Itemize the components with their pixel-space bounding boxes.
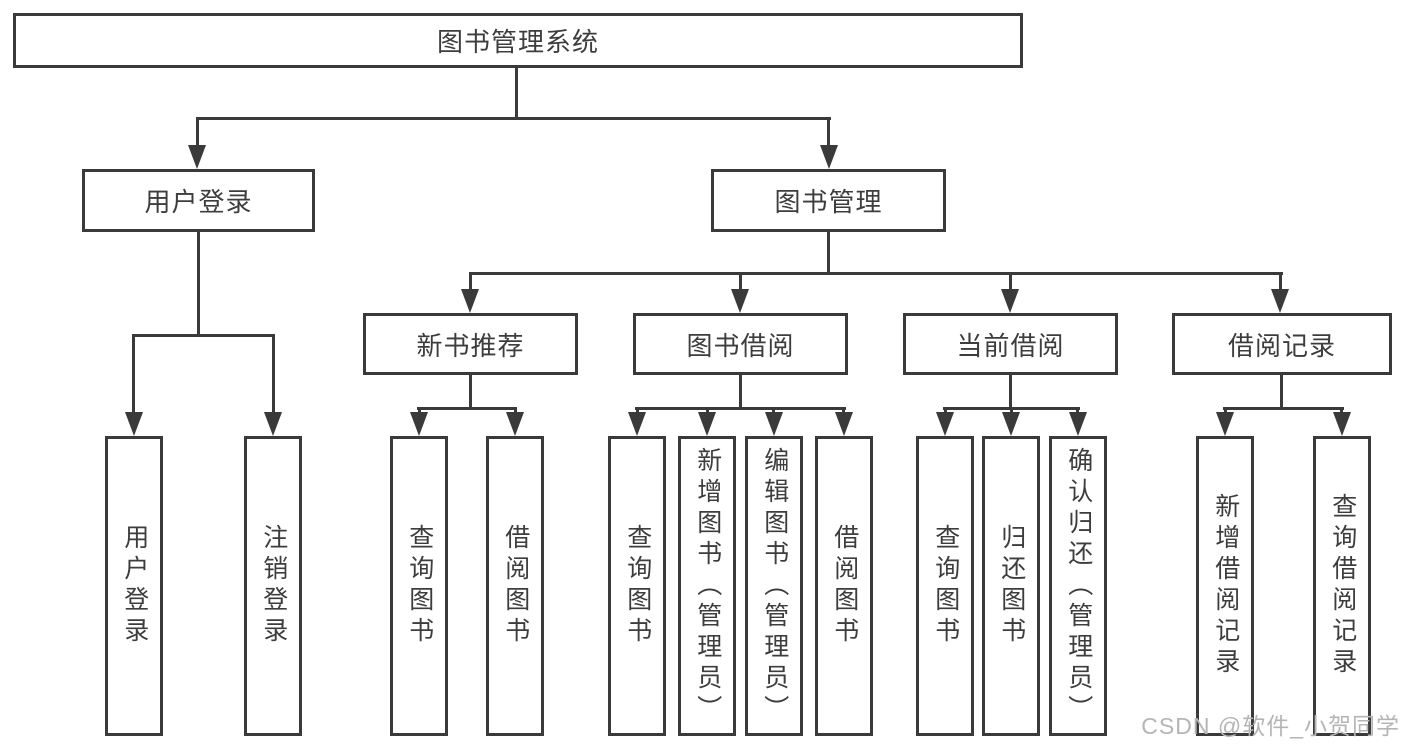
connector-user-login-stem bbox=[197, 232, 200, 337]
connector-drop-leaf bbox=[706, 407, 709, 414]
leaf-query-books-current: 查询图书 bbox=[916, 436, 974, 736]
connector-drop-leaf bbox=[636, 407, 639, 414]
arrowhead bbox=[835, 412, 853, 436]
arrowhead bbox=[1333, 412, 1351, 436]
connector-stem bbox=[1009, 375, 1012, 410]
arrowhead bbox=[461, 289, 479, 313]
connector-book-management-stem bbox=[827, 232, 830, 275]
connector-drop-leaf bbox=[1340, 407, 1343, 414]
arrowhead bbox=[698, 412, 716, 436]
node-library-management-system: 图书管理系统 bbox=[13, 13, 1023, 68]
connector-drop-leaf bbox=[132, 334, 135, 414]
leaf-add-book-admin: 新增图书（管理员） bbox=[678, 436, 736, 736]
arrowhead bbox=[628, 412, 646, 436]
connector-stem bbox=[1280, 375, 1283, 410]
arrowhead bbox=[264, 412, 282, 436]
arrowhead bbox=[188, 145, 206, 169]
node-new-book-recommend: 新书推荐 bbox=[363, 313, 578, 375]
arrowhead bbox=[1001, 289, 1019, 313]
connector-drop-module bbox=[739, 272, 742, 291]
connector-rail bbox=[417, 407, 517, 410]
arrowhead bbox=[731, 289, 749, 313]
leaf-query-borrow-record: 查询借阅记录 bbox=[1313, 436, 1371, 736]
leaf-query-books-borrow: 查询图书 bbox=[608, 436, 666, 736]
connector-drop-leaf bbox=[1076, 407, 1079, 414]
csdn-watermark: CSDN @软件_小贺同学 bbox=[1141, 713, 1400, 739]
leaf-logout: 注销登录 bbox=[244, 436, 302, 736]
connector-root-stem bbox=[515, 68, 518, 120]
leaf-query-books-recommend: 查询图书 bbox=[390, 436, 448, 736]
connector-drop-user-login bbox=[196, 117, 199, 147]
leaf-user-login: 用户登录 bbox=[105, 436, 163, 736]
connector-stem bbox=[469, 375, 472, 410]
arrowhead bbox=[820, 145, 838, 169]
arrowhead bbox=[1069, 412, 1087, 436]
node-current-borrow: 当前借阅 bbox=[903, 313, 1118, 375]
node-book-management: 图书管理 bbox=[711, 169, 946, 232]
connector-drop-leaf bbox=[272, 334, 275, 414]
connector-drop-leaf bbox=[418, 407, 421, 414]
connector-drop-leaf bbox=[1010, 407, 1013, 414]
node-book-borrow: 图书借阅 bbox=[633, 313, 848, 375]
arrowhead bbox=[1002, 412, 1020, 436]
leaf-borrow-books-recommend: 借阅图书 bbox=[486, 436, 544, 736]
connector-rail bbox=[1223, 407, 1344, 410]
leaf-confirm-return-admin: 确认归还（管理员） bbox=[1049, 436, 1107, 736]
connector-rail bbox=[635, 407, 846, 410]
connector-drop-leaf bbox=[1224, 407, 1227, 414]
arrowhead bbox=[125, 412, 143, 436]
node-user-login: 用户登录 bbox=[82, 169, 315, 232]
arrowhead bbox=[1216, 412, 1234, 436]
arrowhead bbox=[765, 412, 783, 436]
connector-book-management-rail bbox=[469, 272, 1283, 275]
leaf-borrow-books: 借阅图书 bbox=[815, 436, 873, 736]
leaf-return-book: 归还图书 bbox=[982, 436, 1040, 736]
connector-drop-module bbox=[1009, 272, 1012, 291]
connector-drop-leaf bbox=[514, 407, 517, 414]
arrowhead bbox=[1271, 289, 1289, 313]
connector-drop-module bbox=[1279, 272, 1282, 291]
arrowhead bbox=[506, 412, 524, 436]
connector-drop-leaf bbox=[944, 407, 947, 414]
connector-stem bbox=[739, 375, 742, 410]
leaf-add-borrow-record: 新增借阅记录 bbox=[1196, 436, 1254, 736]
node-borrow-record: 借阅记录 bbox=[1172, 313, 1392, 375]
connector-drop-book-management bbox=[827, 117, 830, 147]
connector-user-login-rail bbox=[132, 334, 275, 337]
connector-drop-module bbox=[469, 272, 472, 291]
arrowhead bbox=[936, 412, 954, 436]
leaf-edit-book-admin: 编辑图书（管理员） bbox=[745, 436, 803, 736]
arrowhead bbox=[410, 412, 428, 436]
connector-drop-leaf bbox=[772, 407, 775, 414]
connector-drop-leaf bbox=[842, 407, 845, 414]
connector-root-rail bbox=[196, 117, 831, 120]
